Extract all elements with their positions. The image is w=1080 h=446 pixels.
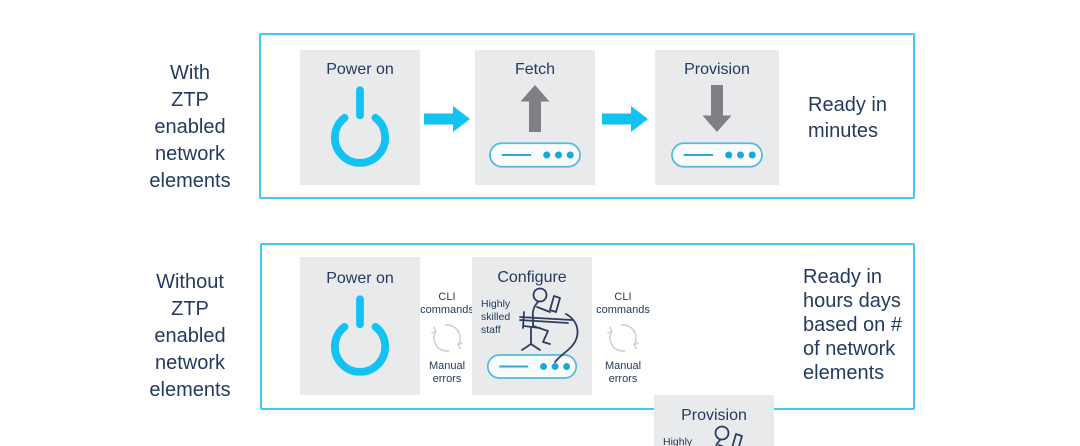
without-ztp-result: Ready in hours days based on # of networ… [803,265,933,385]
side-label-line: ZTP [171,89,209,111]
arrow-right-icon [424,106,470,132]
cli-commands-label: CLI commands [420,291,474,316]
side-label-line: network [154,143,226,165]
step-provision: Provision [655,50,779,185]
without-ztp-side-label: Without ZTP enabled network elements [120,269,260,404]
result-line: hours days [803,290,901,312]
manual-gap: CLI commands Manual errors [590,291,656,386]
step-title: Power on [326,61,394,78]
side-label-line: enabled [154,325,226,347]
arrow-down-icon [702,85,732,132]
result-line: Ready in [808,94,887,116]
power-icon [331,86,389,167]
side-label-line: elements [149,379,231,401]
step-configure: Configure Highly skilled staff [472,257,592,395]
with-ztp-side-label: With ZTP enabled network elements [120,60,260,195]
step-fetch: Fetch [475,50,595,185]
result-line: elements [803,362,885,384]
network-device-icon [671,142,763,168]
manual-errors-label: Manual errors [604,360,642,385]
side-label-line: ZTP [171,298,209,320]
network-device-icon [486,354,578,379]
side-label-line: network [154,352,226,374]
cli-commands-label: CLI commands [596,291,650,316]
side-label-line: Without [156,271,224,293]
step-title: Configure [497,269,567,286]
highly-skilled-staff-label: Highly skilled staff [663,436,693,446]
step-title: Fetch [514,61,555,78]
result-line: based on # [803,314,902,336]
network-device-icon [489,142,581,168]
highly-skilled-staff-label: Highly skilled staff [481,298,511,336]
manual-gap: CLI commands Manual errors [414,291,480,386]
arrow-up-icon [520,85,550,132]
step-power-on: Power on [300,50,420,185]
step-title: Provision [681,407,747,424]
result-line: Ready in [803,266,882,288]
without-ztp-flow-box: Power on CLI commands Manual errors [260,243,915,446]
result-line: of network [803,338,896,360]
result-line: minutes [808,120,879,142]
power-icon [331,295,389,376]
with-ztp-flow-box: Power on Fetch Provision [259,33,915,199]
with-ztp-result: Ready in minutes [808,92,918,144]
sync-arrows-icon [431,324,463,352]
step-title: Provision [684,61,750,78]
side-label-line: elements [149,170,231,192]
sync-arrows-icon [607,324,639,352]
side-label-line: enabled [154,116,226,138]
step-provision: Provision Highly skilled staff [654,395,774,446]
side-label-line: With [170,62,210,84]
step-title: Power on [326,270,394,287]
step-power-on: Power on [300,257,420,395]
person-at-laptop-icon [714,425,743,446]
manual-errors-label: Manual errors [428,360,466,385]
arrow-right-icon [602,106,648,132]
person-at-laptop-icon [519,287,579,363]
